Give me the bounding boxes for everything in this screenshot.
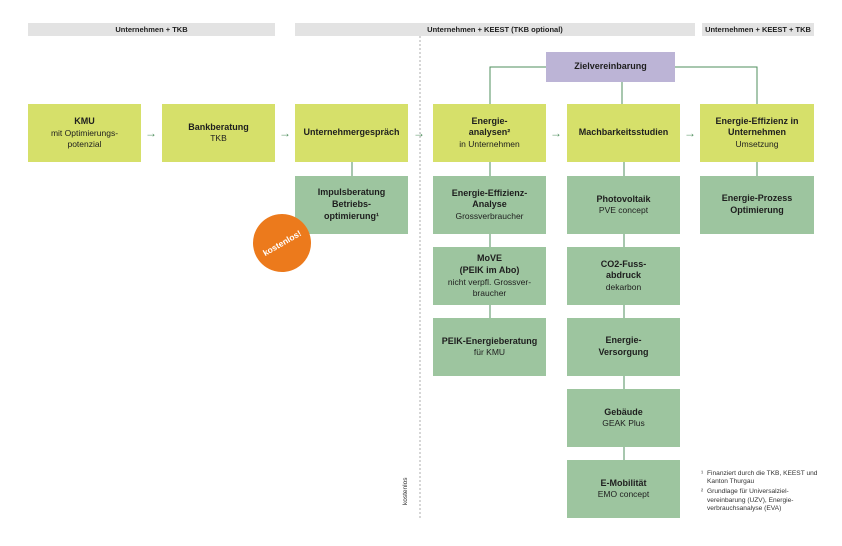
col-mach-sub: EMO concept: [597, 489, 650, 500]
col-mach-sub: PVE concept: [598, 205, 649, 216]
col-mach-item: Photovoltaik PVE concept: [567, 176, 680, 234]
arrow-2: →: [279, 126, 291, 140]
vertical-label: kostenlos: [402, 477, 409, 505]
col-mach-item: CO2-Fuss- abdruck dekarbon: [567, 247, 680, 305]
line-goal-left: [489, 66, 546, 104]
col-energie-title: MoVE (PEIK im Abo): [459, 253, 520, 275]
col-energie-sub: Grossverbraucher: [455, 211, 524, 222]
col-mach-title: Photovoltaik: [596, 193, 651, 204]
unternehmergespraech-box: Unternehmergespräch: [295, 104, 408, 162]
prozess-box: Energie-Prozess Optimierung: [700, 176, 814, 234]
kmu-sub: mit Optimierungs- potenzial: [50, 127, 119, 149]
header-keest: Unternehmen + KEEST (TKB optional): [295, 23, 695, 36]
footnote-text: Grundlage für Universalziel-vereinbarung…: [707, 488, 794, 512]
energie-sub: in Unternehmen: [459, 139, 520, 150]
header-keest-tkb: Unternehmen + KEEST + TKB: [702, 23, 814, 36]
energieanalysen-box: Energie- analysen² in Unternehmen: [433, 104, 546, 162]
impulsberatung-box: Impulsberatung Betriebs- optimierung¹: [295, 176, 408, 234]
col-mach-title: CO2-Fuss- abdruck: [600, 258, 647, 281]
col-mach-item: Gebäude GEAK Plus: [567, 389, 680, 447]
col-mach-item: E-Mobilität EMO concept: [567, 460, 680, 518]
footnotes: ¹ Finanziert durch die TKB, KEEST und Ka…: [701, 470, 821, 513]
gespraech-title: Unternehmergespräch: [303, 127, 400, 138]
col-mach-title: Energie- Versorgung: [598, 335, 649, 357]
prozess-title: Energie-Prozess Optimierung: [721, 193, 793, 215]
col-energie-sub: nicht verpfl. Grossver- braucher: [447, 276, 532, 298]
badge-label: kostenlos!: [261, 228, 303, 258]
header-tkb: Unternehmen + TKB: [28, 23, 275, 36]
col-mach-title: Gebäude: [604, 406, 643, 417]
col-energie-item: MoVE (PEIK im Abo) nicht verpfl. Grossve…: [433, 247, 546, 305]
col-energie-item: Energie-Effizienz- Analyse Grossverbrauc…: [433, 176, 546, 234]
arrow-1: →: [145, 126, 157, 140]
effizienz-sub: Umsetzung: [735, 139, 779, 150]
col-mach-title: E-Mobilität: [600, 477, 647, 488]
col-mach-sub: GEAK Plus: [602, 418, 645, 429]
footnote-mark: ¹: [701, 470, 704, 477]
kmu-box: KMU mit Optimierungs- potenzial: [28, 104, 141, 162]
goal-box: Zielvereinbarung: [546, 52, 675, 82]
col-mach-sub: dekarbon: [605, 282, 642, 293]
goal-label: Zielvereinbarung: [574, 61, 647, 72]
footnote-2: ² Grundlage für Universalziel-vereinbaru…: [701, 488, 821, 513]
bank-title: Bankberatung: [188, 121, 249, 132]
mach-title: Machbarkeitsstudien: [578, 127, 669, 138]
effizienz-umsetzung-box: Energie-Effizienz in Unternehmen Umsetzu…: [700, 104, 814, 162]
bank-sub: TKB: [210, 133, 227, 144]
line-goal-right: [675, 66, 758, 104]
bankberatung-box: Bankberatung TKB: [162, 104, 275, 162]
machbarkeitsstudien-box: Machbarkeitsstudien: [567, 104, 680, 162]
col-energie-title: Energie-Effizienz- Analyse: [451, 187, 528, 210]
energie-title: Energie- analysen²: [468, 115, 511, 138]
col-energie-item: PEIK-Energieberatung für KMU: [433, 318, 546, 376]
arrow-4: →: [550, 126, 562, 140]
col-mach-item: Energie- Versorgung: [567, 318, 680, 376]
impuls-title: Impulsberatung Betriebs- optimierung¹: [317, 187, 386, 221]
col-energie-title: PEIK-Energieberatung: [441, 335, 538, 346]
effizienz-title: Energie-Effizienz in Unternehmen: [715, 115, 799, 138]
kmu-title: KMU: [74, 116, 95, 127]
arrow-5: →: [684, 126, 696, 140]
col-energie-sub: für KMU: [473, 347, 506, 358]
footnote-text: Finanziert durch die TKB, KEEST und Kant…: [707, 470, 818, 486]
arrow-3: →: [413, 126, 425, 140]
footnote-mark: ²: [701, 488, 704, 496]
footnote-1: ¹ Finanziert durch die TKB, KEEST und Ka…: [701, 470, 821, 486]
